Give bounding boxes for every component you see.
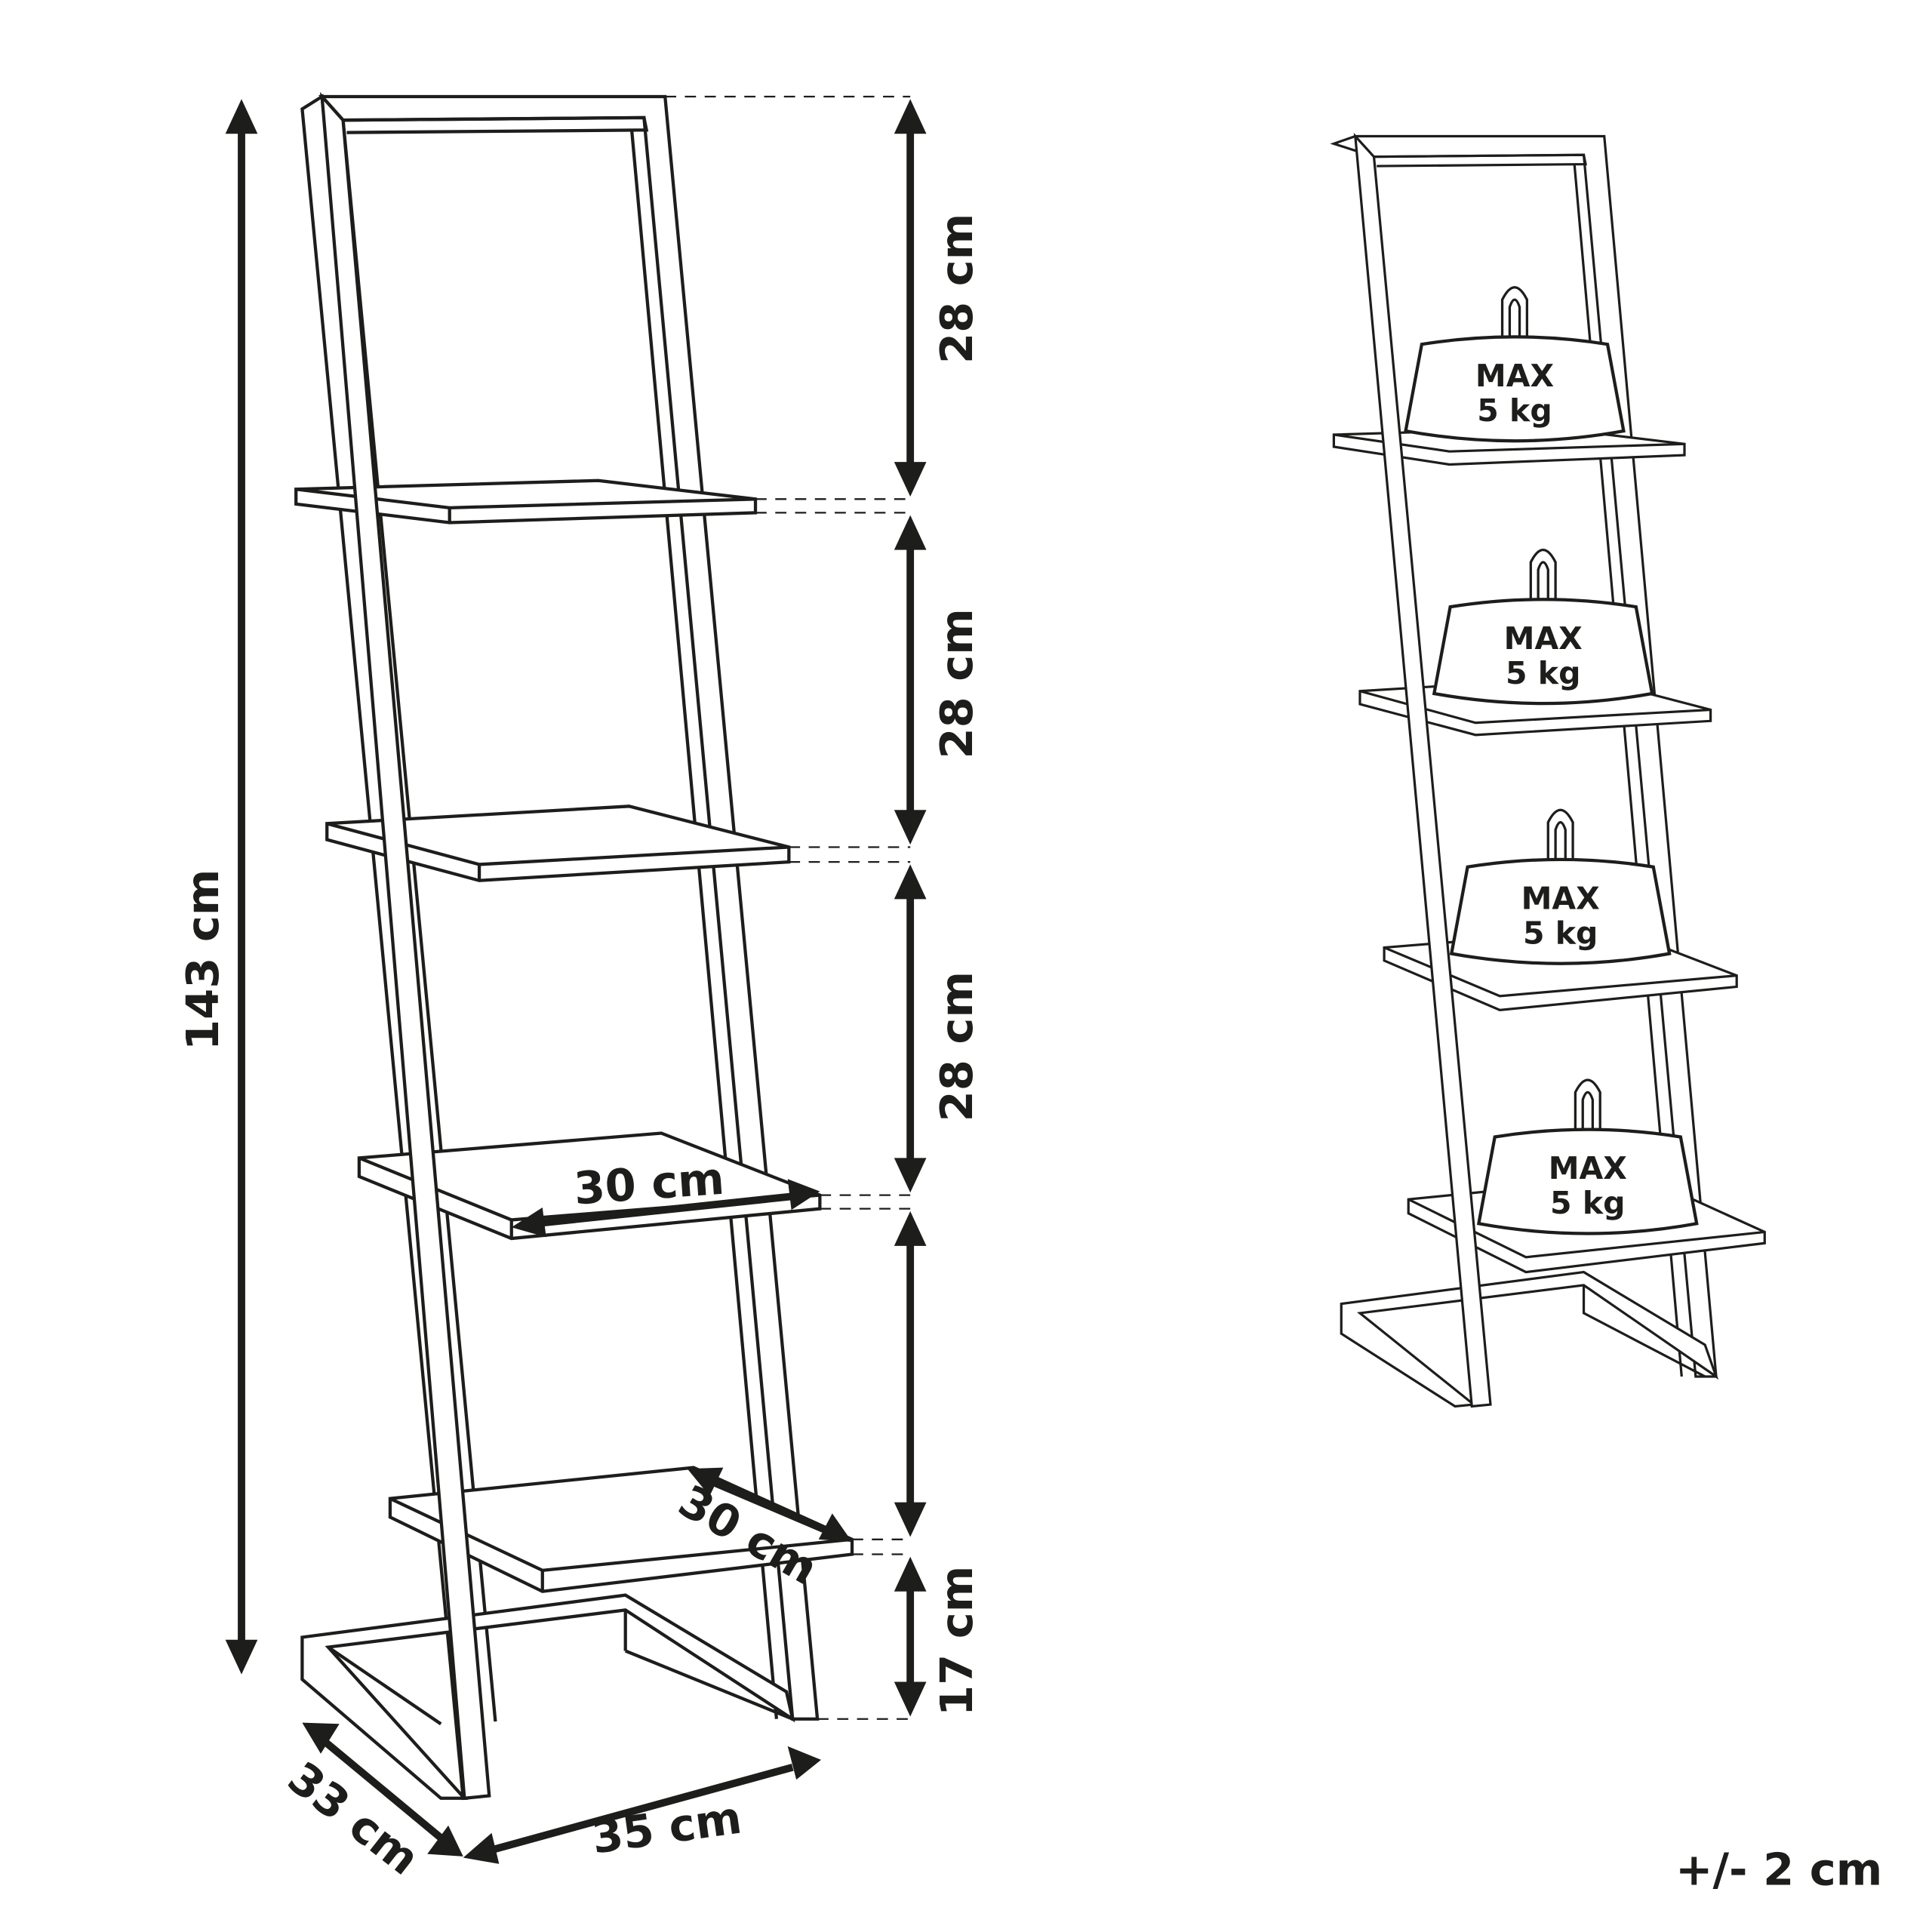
shelf-depth-dimension: 30 cm: [670, 1467, 853, 1595]
weight-kg-label: 5 kg: [1506, 655, 1580, 691]
weight-kg-label: 5 kg: [1550, 1185, 1625, 1221]
shelf-1: [294, 478, 758, 525]
total-height-dimension: 143 cm: [177, 99, 258, 1675]
bottom-clearance-label: 17 cm: [931, 1566, 983, 1716]
weight-icon: MAX 5 kg: [1432, 549, 1654, 706]
weight-max-label: MAX: [1549, 1150, 1627, 1186]
spacing-dimensions: 28 cm 28 cm 28 cm 17 cm: [894, 99, 983, 1717]
weight-icon: MAX 5 kg: [1476, 1078, 1699, 1235]
base-depth-dimension: 33 cm: [278, 1722, 463, 1885]
tolerance-label: +/- 2 cm: [1675, 1844, 1882, 1896]
base-width-label: 35 cm: [589, 1792, 745, 1864]
weight-max-label: MAX: [1475, 358, 1554, 394]
weight-icon: MAX 5 kg: [1404, 286, 1626, 443]
base-depth-label: 33 cm: [278, 1752, 429, 1885]
extension-lines: [665, 95, 911, 1720]
weight-icon: MAX 5 kg: [1449, 808, 1672, 965]
dimensioned-ladder-shelf: [294, 91, 854, 1801]
weight-kg-label: 5 kg: [1477, 392, 1552, 429]
spacing-label-1: 28 cm: [931, 214, 983, 364]
base-width-dimension: 35 cm: [463, 1746, 821, 1864]
weight-kg-label: 5 kg: [1523, 915, 1598, 951]
weight-max-label: MAX: [1521, 881, 1600, 917]
base-frame: [300, 1593, 795, 1800]
shelf-width-label: 30 cm: [572, 1152, 726, 1215]
total-height-label: 143 cm: [177, 869, 229, 1051]
spacing-label-3: 28 cm: [931, 971, 983, 1121]
shelf-width-dimension: 30 cm: [511, 1152, 820, 1238]
weight-max-label: MAX: [1504, 620, 1583, 657]
shelf-2: [325, 804, 791, 882]
spacing-label-2: 28 cm: [931, 608, 983, 758]
